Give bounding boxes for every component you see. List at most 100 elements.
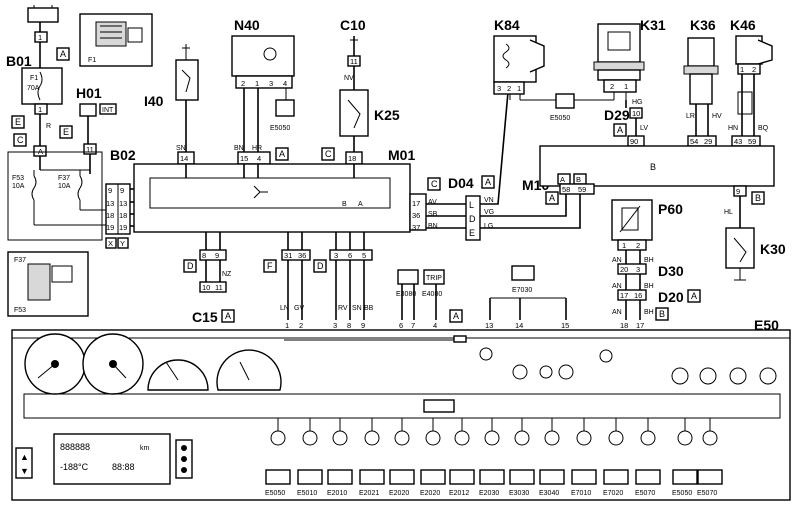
indicator-e2020-5: E2020: [420, 418, 446, 497]
component-B01[interactable]: 1 B01 A F1 70A 1 E R: [6, 5, 70, 146]
svg-text:BH: BH: [644, 309, 654, 316]
svg-text:16: 16: [634, 291, 642, 300]
symbol-E3080: E3080: [396, 269, 419, 298]
svg-text:8: 8: [202, 251, 206, 260]
tag-A-e50: [449, 309, 463, 323]
svg-text:18: 18: [620, 321, 628, 330]
svg-text:D04: D04: [448, 175, 474, 191]
indicator-label: E5050: [672, 490, 692, 497]
indicator-e2010-2: E2010: [327, 418, 353, 497]
indicator-label: E5070: [635, 490, 655, 497]
indicator-label: E5070: [697, 490, 717, 497]
svg-text:13: 13: [106, 199, 114, 208]
component-D04[interactable]: D04 A L D E VN VG LG: [426, 91, 581, 241]
svg-text:1: 1: [255, 79, 259, 88]
svg-text:LN: LN: [280, 305, 289, 312]
svg-text:37: 37: [412, 223, 420, 232]
svg-text:D20: D20: [658, 289, 684, 305]
svg-text:13: 13: [119, 199, 127, 208]
svg-text:31: 31: [284, 251, 292, 260]
svg-text:BH: BH: [644, 283, 654, 290]
svg-text:K25: K25: [374, 107, 400, 123]
svg-text:13: 13: [485, 321, 493, 330]
svg-text:▼: ▼: [20, 466, 29, 476]
svg-text:E5050: E5050: [550, 115, 570, 122]
svg-text:BN: BN: [428, 223, 438, 230]
svg-text:4: 4: [257, 154, 261, 163]
symbol-E7030: E7030: [490, 265, 566, 299]
component-K25[interactable]: K25 C: [321, 89, 400, 161]
svg-text:18: 18: [119, 211, 127, 220]
svg-text:SB: SB: [428, 211, 438, 218]
component-H01[interactable]: H01 INT E 11: [59, 85, 117, 155]
svg-text:RV: RV: [338, 305, 348, 312]
svg-text:VN: VN: [484, 197, 494, 204]
svg-text:km: km: [140, 445, 150, 452]
svg-text:17: 17: [636, 321, 644, 330]
svg-text:1: 1: [624, 82, 628, 91]
indicator-e7020-11: E7020: [603, 418, 629, 497]
lcd-display: 888888 km -188°C 88:88: [53, 433, 171, 485]
svg-text:15: 15: [240, 154, 248, 163]
svg-text:B02: B02: [110, 147, 136, 163]
component-C10[interactable]: C10 11 NV: [340, 17, 366, 90]
gauge-fuel: [147, 359, 209, 391]
indicator-label: E7020: [603, 490, 623, 497]
svg-text:BN: BN: [234, 145, 244, 152]
gauge-coolant: [216, 349, 282, 391]
indicator-e5010-1: E5010: [297, 418, 323, 497]
gauge-tachometer: [24, 333, 86, 395]
svg-text:9: 9: [108, 186, 112, 195]
indicator-e7010-10: E7010: [571, 418, 597, 497]
indicator-e5070-12: E5070: [635, 418, 661, 497]
svg-text:18: 18: [348, 154, 356, 163]
svg-text:E50: E50: [754, 317, 779, 333]
svg-text:D30: D30: [658, 263, 684, 279]
indicator-label: E5050: [265, 490, 285, 497]
indicator-e3040-9: E3040: [539, 418, 565, 497]
svg-text:P60: P60: [658, 201, 683, 217]
svg-text:6: 6: [348, 251, 352, 260]
svg-text:2: 2: [241, 79, 245, 88]
svg-text:54: 54: [690, 137, 698, 146]
svg-text:TRIP: TRIP: [426, 275, 442, 282]
svg-text:E3080: E3080: [396, 291, 416, 298]
svg-text:A: A: [485, 177, 491, 187]
component-I40[interactable]: I40 SN: [144, 44, 199, 152]
indicator-label: E7010: [571, 490, 591, 497]
svg-text:Y: Y: [120, 239, 125, 248]
svg-text:17: 17: [620, 291, 628, 300]
svg-text:K31: K31: [640, 17, 666, 33]
svg-text:1: 1: [517, 84, 521, 93]
component-K36[interactable]: K36 LR HV: [683, 17, 722, 136]
updown-button[interactable]: [15, 447, 33, 479]
indicator-label: E2030: [479, 490, 499, 497]
svg-text:15: 15: [561, 321, 569, 330]
svg-text:SN: SN: [352, 305, 362, 312]
svg-text:D29: D29: [604, 107, 630, 123]
svg-text:AN: AN: [612, 283, 622, 290]
svg-text:10: 10: [632, 109, 640, 118]
label-B01: B01: [6, 53, 32, 69]
svg-text:1: 1: [38, 33, 42, 42]
svg-text:A: A: [60, 49, 66, 59]
svg-text:9: 9: [215, 251, 219, 260]
svg-text:GV: GV: [294, 305, 304, 312]
svg-text:HR: HR: [252, 145, 262, 152]
svg-text:1: 1: [740, 65, 744, 74]
svg-text:K46: K46: [730, 17, 756, 33]
svg-text:10A: 10A: [12, 183, 25, 190]
svg-text:19: 19: [106, 223, 114, 232]
component-K30[interactable]: HL K30: [724, 196, 786, 281]
svg-text:HG: HG: [632, 99, 643, 106]
svg-text:5: 5: [362, 251, 366, 260]
